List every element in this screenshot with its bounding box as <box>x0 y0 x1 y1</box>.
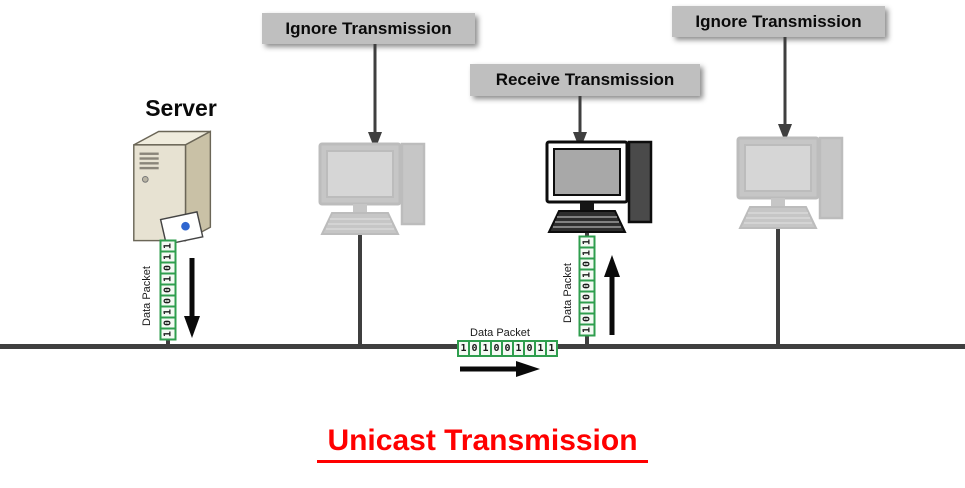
diagram-title-row: Unicast Transmission <box>0 424 965 463</box>
data-packet-label: Data Packet <box>562 263 574 323</box>
down-arrow-icon <box>778 37 792 142</box>
down-arrow-icon <box>368 44 382 150</box>
packet-up-arrow-icon <box>604 255 620 335</box>
server-icon <box>133 130 212 246</box>
server-label: Server <box>145 95 217 121</box>
data-packet-label: Data Packet <box>470 327 530 339</box>
drop-line-right-pc <box>776 228 780 346</box>
down-arrow-icon <box>573 96 587 150</box>
callout-ignore-right: Ignore Transmission <box>672 6 885 37</box>
packet-right-arrow-icon <box>460 361 540 377</box>
computer-icon-ignore-right <box>732 134 856 234</box>
callout-receive: Receive Transmission <box>470 64 700 96</box>
packet-down-arrow-icon <box>184 258 200 338</box>
data-packet-label: Data Packet <box>141 266 153 326</box>
diagram-title: Unicast Transmission <box>317 424 648 463</box>
drop-line-left-pc <box>358 230 362 346</box>
computer-icon-ignore-left <box>314 140 438 240</box>
callout-ignore-left: Ignore Transmission <box>262 13 475 44</box>
computer-icon-receive <box>541 138 665 238</box>
